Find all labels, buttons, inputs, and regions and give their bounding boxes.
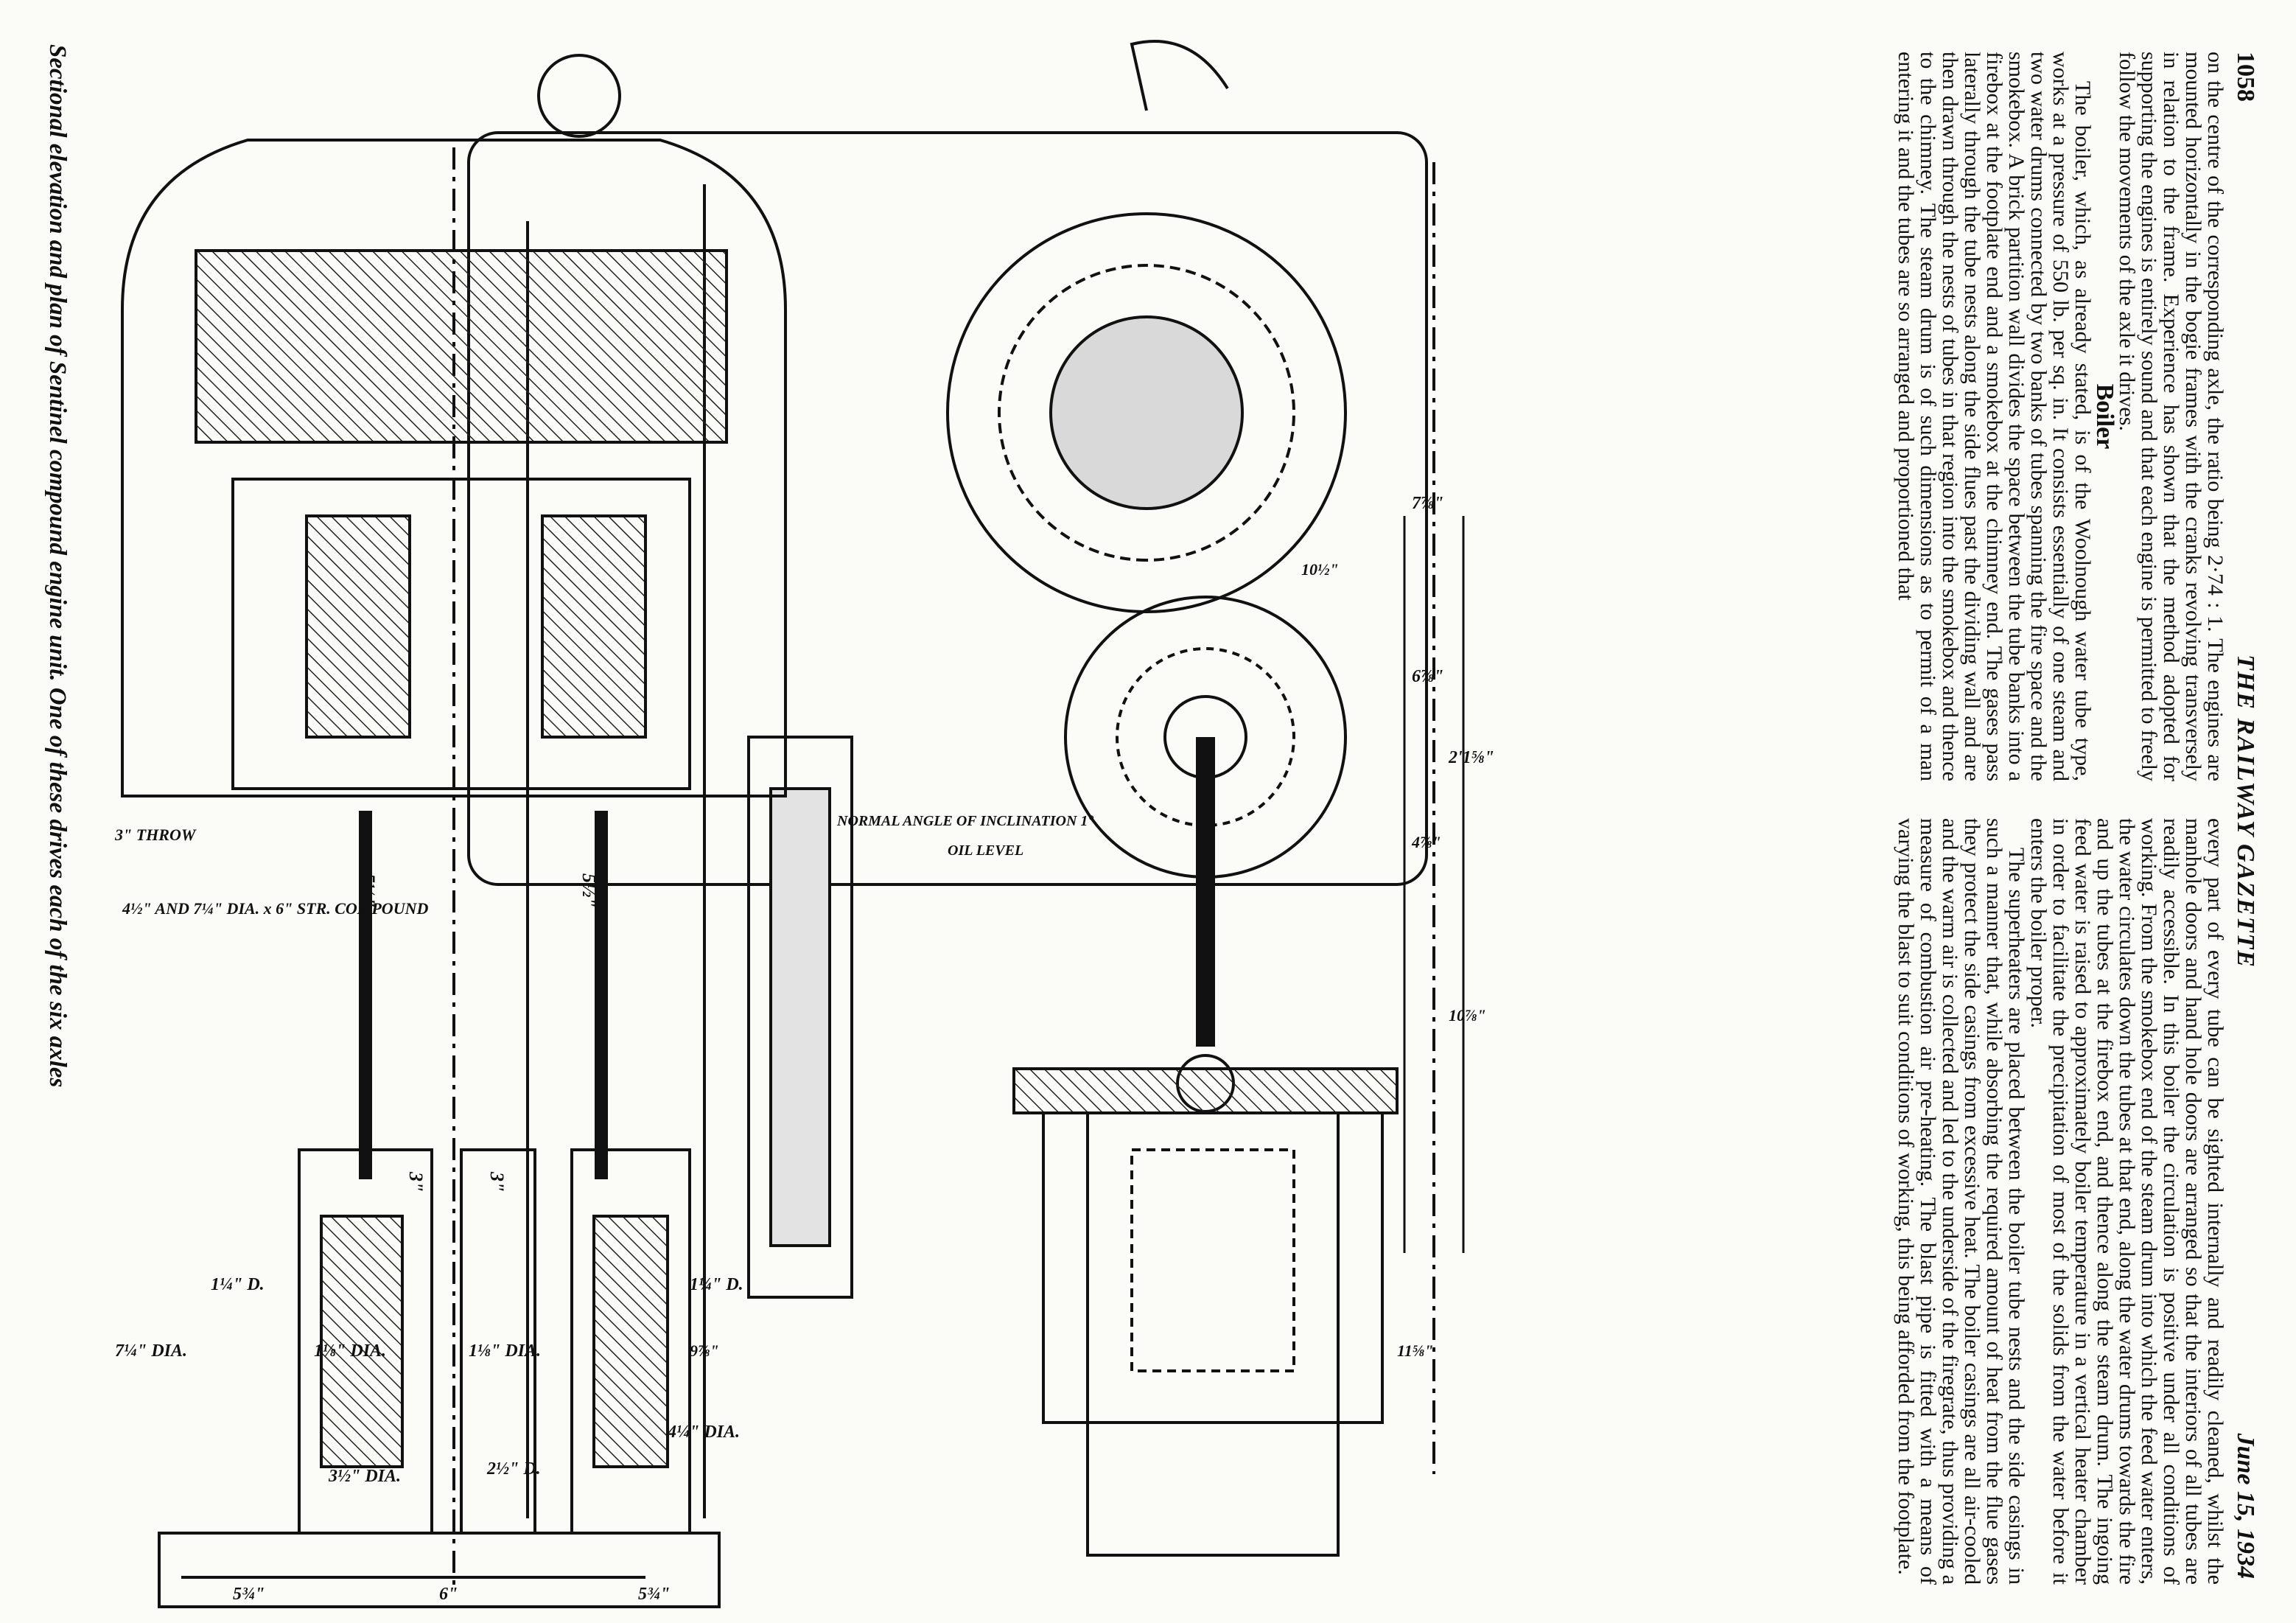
label-plan-bottom-left: 9⅞" (690, 1341, 719, 1360)
label-piston-valve-2: 2½" D. (486, 1459, 541, 1479)
label-plan-top: 7⅞" (1412, 494, 1443, 513)
label-bottom-dim-left: 5¾" (233, 1585, 265, 1604)
label-plan-bottom-right: 11⅝" (1397, 1341, 1434, 1360)
label-throw: 3" THROW (114, 826, 197, 844)
elevation-view (121, 54, 787, 1608)
label-plan-angle: 10½" (1301, 560, 1339, 579)
label-piston-valve-1: 3½" DIA. (328, 1467, 401, 1486)
label-plan-mid: 6⅞" (1412, 667, 1443, 686)
label-normal-angle: NORMAL ANGLE OF INCLINATION 1° (836, 813, 1093, 829)
label-bottom-dim-right: 5¾" (638, 1585, 670, 1604)
label-crank-right: 5½" (578, 873, 600, 908)
label-valve-right: 3" (486, 1171, 508, 1192)
label-plan-lower: 10⅞" (1449, 1006, 1486, 1025)
label-piston-rod-2: 1¼" D. (690, 1275, 743, 1294)
label-oil-level: OIL LEVEL (948, 842, 1023, 859)
label-plan-small: 4⅞" (1411, 833, 1441, 851)
label-valve-dia-1: 1⅛" DIA. (314, 1341, 386, 1361)
label-lp-cylinder: 7¼" DIA. (115, 1341, 187, 1361)
label-engine-title: 4½" AND 7¼" DIA. x 6" STR. COMPOUND (122, 899, 428, 918)
label-valve-left: 3" (405, 1171, 427, 1192)
plan-view (467, 40, 1465, 1557)
label-valve-dia-2: 1⅛" DIA. (469, 1341, 541, 1361)
figure-caption: Sectional elevation and plan of Sentinel… (44, 44, 71, 1088)
label-plan-overall: 2'1⅝" (1448, 748, 1494, 767)
label-hp-cylinder: 4¼" DIA. (667, 1423, 740, 1442)
label-crank-left: 5½" (357, 873, 379, 908)
label-bottom-dim-mid: 6" (439, 1585, 458, 1604)
label-piston-rod-1: 1¼" D. (211, 1275, 265, 1294)
